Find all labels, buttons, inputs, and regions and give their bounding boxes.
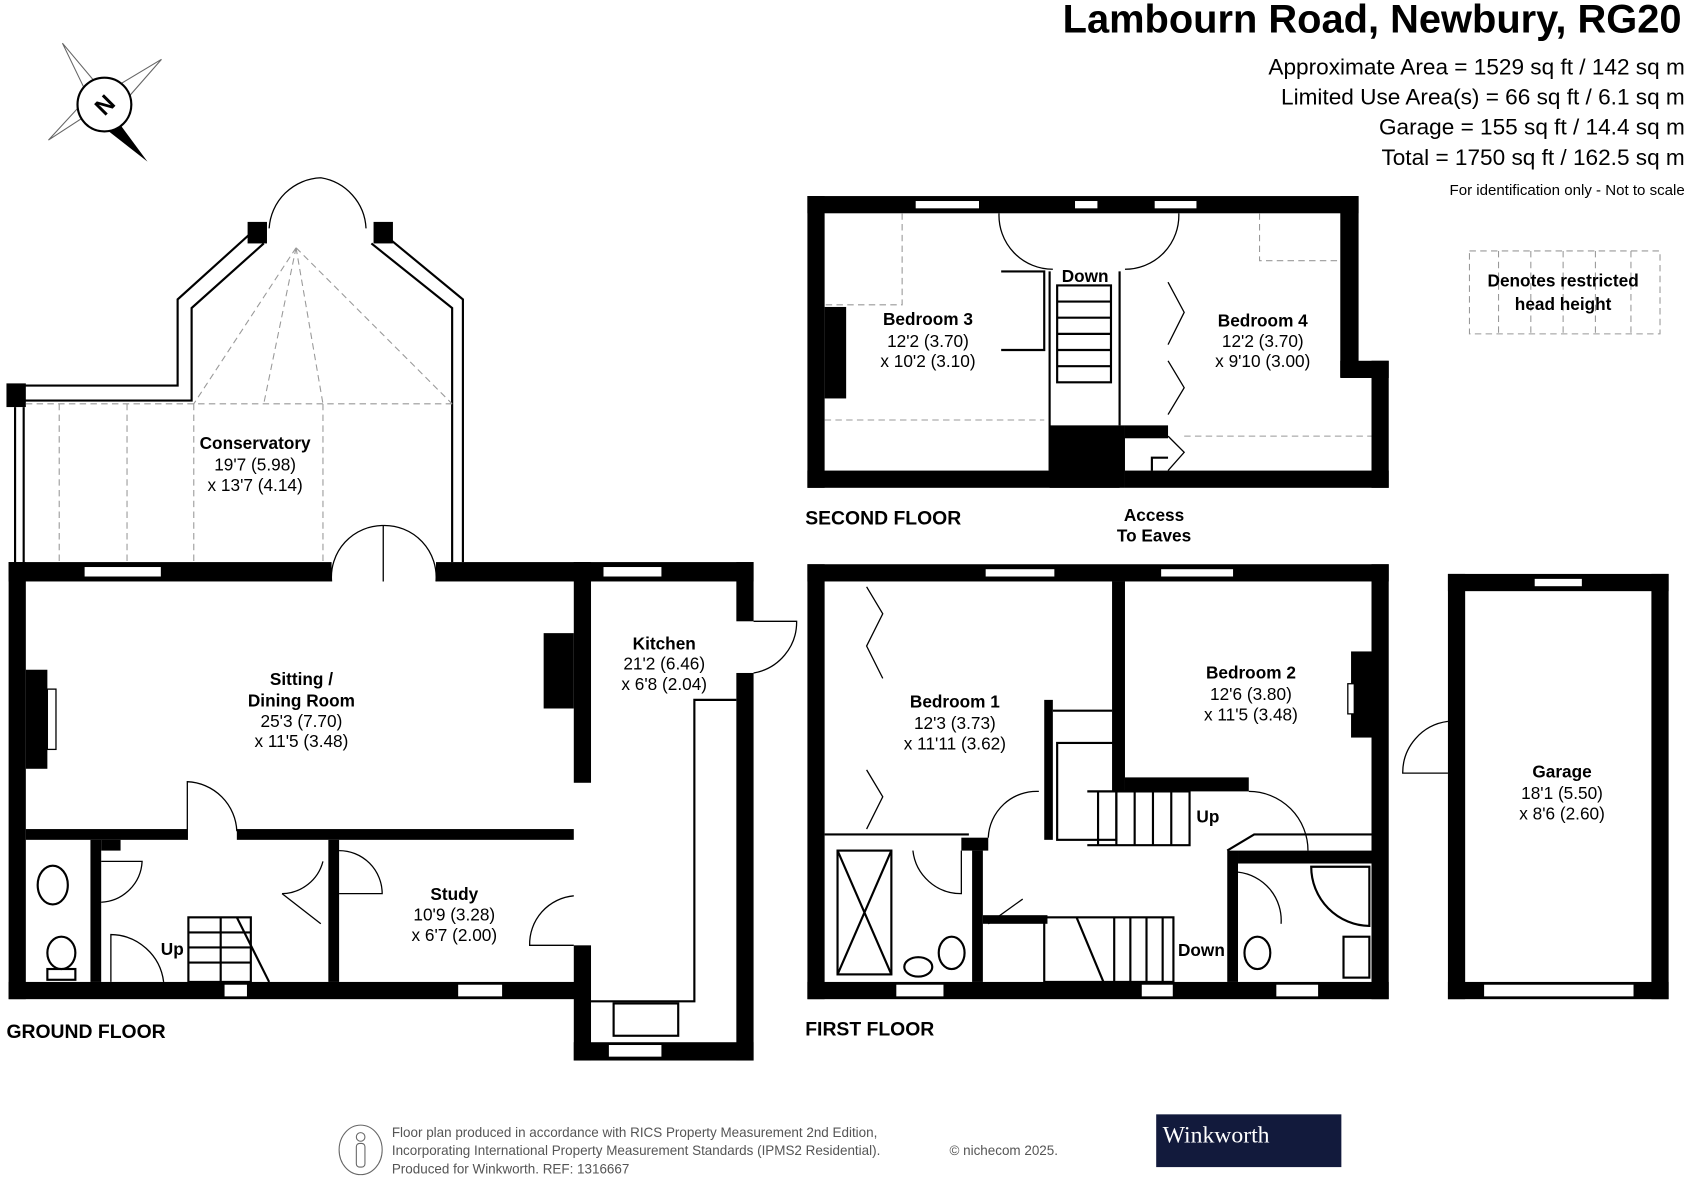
room-name: Garage [1532, 761, 1591, 781]
room-dimension: x 11'11 (3.62) [904, 733, 1006, 753]
eaves-access-label: Access [1124, 505, 1184, 525]
room-dimension: 19'7 (5.98) [214, 455, 296, 475]
room-dimension: x 11'5 (3.48) [254, 731, 348, 751]
floor-label-first: FIRST FLOOR [805, 1019, 934, 1041]
footer-text: Floor plan produced in accordance with R… [392, 1125, 877, 1140]
floor-label-ground: GROUND FLOOR [6, 1021, 165, 1043]
room-label-conservatory: Conservatory 19'7 (5.98) x 13'7 (4.14) [200, 433, 311, 495]
room-dimension: 12'2 (3.70) [1222, 331, 1304, 351]
room-name: Bedroom 4 [1218, 310, 1308, 330]
room-name: Bedroom 1 [910, 691, 1000, 711]
room-name: Sitting / [270, 669, 333, 689]
area-line: Total = 1750 sq ft / 162.5 sq m [1381, 145, 1684, 170]
first-floor-plan: Bedroom 1 12'3 (3.73) x 11'11 (3.62) Bed… [805, 564, 1389, 1041]
brand-logo-box [1156, 1114, 1342, 1168]
property-title: Lambourn Road, Newbury, RG20 [1063, 0, 1682, 41]
room-name: Conservatory [200, 433, 311, 453]
room-dimension: x 13'7 (4.14) [208, 475, 303, 495]
legend-text: Denotes restricted [1488, 270, 1639, 290]
floor-label-second: SECOND FLOOR [805, 507, 961, 529]
room-name: Bedroom 2 [1206, 662, 1296, 682]
room-label-kitchen: Kitchen 21'2 (6.46) x 6'8 (2.04) [621, 633, 707, 694]
room-dimension: x 8'6 (2.60) [1519, 803, 1605, 823]
area-summary: Approximate Area = 1529 sq ft / 142 sq m… [1268, 54, 1684, 169]
brand-logo: Winkworth [1163, 1122, 1270, 1148]
eaves-access-label: To Eaves [1117, 526, 1191, 546]
room-label-garage: Garage 18'1 (5.50) x 8'6 (2.60) [1519, 761, 1605, 823]
room-label-bedroom-2: Bedroom 2 12'6 (3.80) x 11'5 (3.48) [1204, 662, 1298, 724]
disclaimer: For identification only - Not to scale [1450, 182, 1685, 199]
room-name: Kitchen [633, 633, 696, 653]
room-dimension: x 11'5 (3.48) [1204, 704, 1298, 724]
area-line: Garage = 155 sq ft / 14.4 sq m [1379, 115, 1685, 140]
room-name: Study [430, 884, 478, 904]
area-line: Limited Use Area(s) = 66 sq ft / 6.1 sq … [1281, 85, 1685, 110]
room-label-study: Study 10'9 (3.28) x 6'7 (2.00) [411, 884, 497, 945]
legend-text: head height [1515, 294, 1612, 314]
copyright: © nichecom 2025. [949, 1143, 1058, 1158]
area-line: Approximate Area = 1529 sq ft / 142 sq m [1268, 54, 1684, 79]
room-dimension: 25'3 (7.70) [261, 711, 343, 731]
footer-text: Incorporating International Property Mea… [392, 1143, 880, 1158]
stairs-down-label: Down [1178, 940, 1225, 960]
room-dimension: x 10'2 (3.10) [880, 351, 975, 371]
room-dimension: 12'2 (3.70) [887, 331, 969, 351]
room-dimension: x 9'10 (3.00) [1215, 351, 1310, 371]
room-dimension: x 6'7 (2.00) [411, 925, 497, 945]
footer: Floor plan produced in accordance with R… [338, 1114, 1342, 1177]
garage-plan: Garage 18'1 (5.50) x 8'6 (2.60) [1402, 573, 1669, 1000]
ground-floor-plan: Conservatory 19'7 (5.98) x 13'7 (4.14) S… [6, 177, 798, 1061]
room-name: Bedroom 3 [883, 309, 973, 329]
room-dimension: 10'9 (3.28) [413, 905, 495, 925]
compass-icon: N [48, 42, 162, 162]
person-icon [338, 1124, 383, 1176]
room-dimension: 21'2 (6.46) [623, 654, 705, 674]
stairs-down-label: Down [1062, 266, 1109, 286]
restricted-height-legend: Denotes restricted head height [1468, 250, 1661, 335]
room-dimension: 12'3 (3.73) [914, 713, 996, 733]
room-name: Dining Room [248, 690, 355, 710]
room-dimension: 18'1 (5.50) [1521, 783, 1603, 803]
second-floor-plan: Bedroom 3 12'2 (3.70) x 10'2 (3.10) Bedr… [805, 196, 1389, 546]
room-label-bedroom-4: Bedroom 4 12'2 (3.70) x 9'10 (3.00) [1215, 310, 1310, 371]
room-label-bedroom-3: Bedroom 3 12'2 (3.70) x 10'2 (3.10) [880, 309, 975, 371]
room-label-sitting-dining: Sitting / Dining Room 25'3 (7.70) x 11'5… [248, 669, 355, 751]
room-dimension: x 6'8 (2.04) [621, 674, 707, 694]
room-dimension: 12'6 (3.80) [1210, 684, 1292, 704]
room-label-bedroom-1: Bedroom 1 12'3 (3.73) x 11'11 (3.62) [904, 691, 1006, 753]
stairs-up-label: Up [1196, 807, 1219, 827]
footer-text: Produced for Winkworth. REF: 1316667 [392, 1162, 630, 1177]
stairs-up-label: Up [161, 939, 184, 959]
